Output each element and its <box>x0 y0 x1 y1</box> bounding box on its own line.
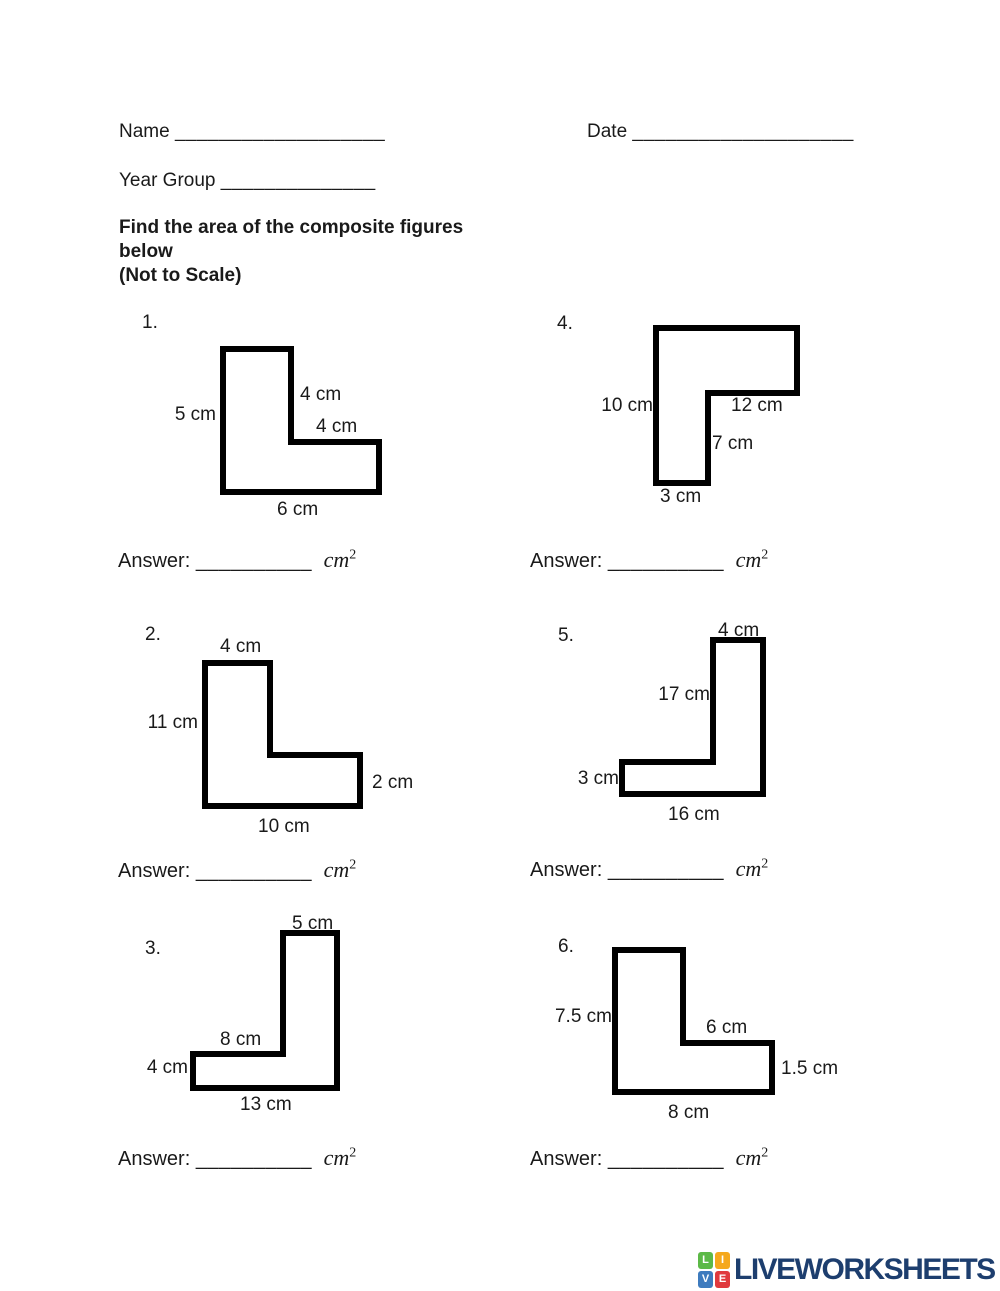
liveworksheets-wordmark: LIVEWORKSHEETS <box>734 1253 996 1286</box>
answer-label: Answer: <box>118 1148 191 1170</box>
fig4-dim-inner-horizontal: 12 cm <box>731 395 783 416</box>
instructions: Find the area of the composite figures b… <box>119 216 463 288</box>
answer-unit: cm2 <box>735 856 769 881</box>
figure-1-shape <box>220 346 382 495</box>
figure-3-shape <box>190 930 340 1091</box>
logo-tile-l: L <box>698 1252 713 1269</box>
answer-blank-1[interactable]: __________ <box>195 550 313 572</box>
name-blank[interactable]: ___________________ <box>174 121 386 142</box>
liveworksheets-logo: L I V E LIVEWORKSHEETS <box>698 1252 996 1288</box>
name-label: Name <box>119 121 170 142</box>
fig2-dim-bottom: 10 cm <box>258 816 310 837</box>
answer-line-1: Answer: __________ cm2 <box>118 547 356 573</box>
year-group-label: Year Group <box>119 170 216 191</box>
answer-label: Answer: <box>118 860 191 882</box>
fig5-dim-top: 4 cm <box>718 620 760 641</box>
fig4-dim-bottom: 3 cm <box>660 486 702 507</box>
answer-blank-6[interactable]: __________ <box>607 1148 725 1170</box>
name-field: Name ___________________ <box>119 120 385 143</box>
problem-4: 4. 10 cm 12 cm 7 cm 3 cm Answer: _______… <box>520 300 890 610</box>
answer-label: Answer: <box>118 550 191 572</box>
answer-label: Answer: <box>530 1148 603 1170</box>
instruction-line-3: (Not to Scale) <box>119 265 242 286</box>
fig1-dim-inner: 4 cm <box>316 416 358 437</box>
answer-line-2: Answer: __________ cm2 <box>118 857 356 883</box>
answer-blank-3[interactable]: __________ <box>195 1148 313 1170</box>
fig2-dim-top: 4 cm <box>220 636 262 657</box>
fig6-dim-bottom: 8 cm <box>668 1102 710 1123</box>
problem-1-number: 1. <box>142 312 158 333</box>
answer-unit: cm2 <box>323 1145 357 1170</box>
answer-line-6: Answer: __________ cm2 <box>530 1145 768 1171</box>
problem-1: 1. 5 cm 4 cm 4 cm 6 cm Answer: _________… <box>110 300 500 610</box>
answer-line-5: Answer: __________ cm2 <box>530 856 768 882</box>
answer-unit: cm2 <box>735 1145 769 1170</box>
fig5-dim-bottom: 16 cm <box>668 804 720 825</box>
date-field: Date ____________________ <box>587 120 854 143</box>
answer-line-3: Answer: __________ cm2 <box>118 1145 356 1171</box>
fig6-dim-inner-horizontal: 6 cm <box>706 1017 748 1038</box>
fig1-dim-upper-right: 4 cm <box>300 384 342 405</box>
logo-tile-v: V <box>698 1271 713 1288</box>
answer-unit: cm2 <box>323 547 357 572</box>
problem-2: 2. 4 cm 11 cm 2 cm 10 cm Answer: _______… <box>110 610 500 920</box>
fig1-dim-left: 5 cm <box>174 404 216 425</box>
fig5-dim-inner-vertical: 17 cm <box>658 684 710 705</box>
problem-3: 3. 5 cm 8 cm 4 cm 13 cm Answer: ________… <box>110 900 500 1210</box>
date-label: Date <box>587 121 628 142</box>
fig2-dim-right: 2 cm <box>372 772 414 793</box>
problem-3-number: 3. <box>145 938 161 959</box>
answer-line-4: Answer: __________ cm2 <box>530 547 768 573</box>
instruction-line-2: below <box>119 241 173 262</box>
date-blank[interactable]: ____________________ <box>632 121 854 142</box>
problem-5-number: 5. <box>558 625 574 646</box>
answer-blank-5[interactable]: __________ <box>607 859 725 881</box>
answer-label: Answer: <box>530 550 603 572</box>
fig6-dim-right: 1.5 cm <box>781 1058 839 1079</box>
fig1-dim-bottom: 6 cm <box>277 499 319 520</box>
problem-2-number: 2. <box>145 624 161 645</box>
fig3-dim-left: 4 cm <box>146 1057 188 1078</box>
year-group-blank[interactable]: ______________ <box>220 170 376 191</box>
problem-6-number: 6. <box>558 936 574 957</box>
year-group-field: Year Group ______________ <box>119 169 376 192</box>
logo-tile-i: I <box>715 1252 730 1269</box>
fig5-dim-left: 3 cm <box>577 768 619 789</box>
answer-unit: cm2 <box>735 547 769 572</box>
fig4-dim-inner-vertical: 7 cm <box>712 433 754 454</box>
instruction-line-1: Find the area of the composite figures <box>119 217 464 238</box>
problem-5: 5. 4 cm 17 cm 3 cm 16 cm Answer: _______… <box>520 610 890 920</box>
figure-2-shape <box>202 660 363 809</box>
fig3-dim-bottom: 13 cm <box>240 1094 292 1115</box>
answer-blank-2[interactable]: __________ <box>195 860 313 882</box>
answer-unit: cm2 <box>323 857 357 882</box>
figure-5-shape <box>619 637 766 797</box>
problem-6: 6. 7.5 cm 6 cm 1.5 cm 8 cm Answer: _____… <box>520 900 890 1210</box>
liveworksheets-logo-icon: L I V E <box>698 1252 730 1288</box>
figure-4-shape <box>653 325 800 486</box>
fig2-dim-left: 11 cm <box>147 712 198 733</box>
fig3-dim-top: 5 cm <box>292 913 334 934</box>
fig6-dim-left: 7.5 cm <box>554 1006 612 1027</box>
fig3-dim-inner-horizontal: 8 cm <box>220 1029 262 1050</box>
problem-4-number: 4. <box>557 313 573 334</box>
logo-tile-e: E <box>715 1271 730 1288</box>
figure-6-shape <box>612 947 775 1095</box>
fig4-dim-left: 10 cm <box>601 395 653 416</box>
answer-label: Answer: <box>530 859 603 881</box>
answer-blank-4[interactable]: __________ <box>607 550 725 572</box>
